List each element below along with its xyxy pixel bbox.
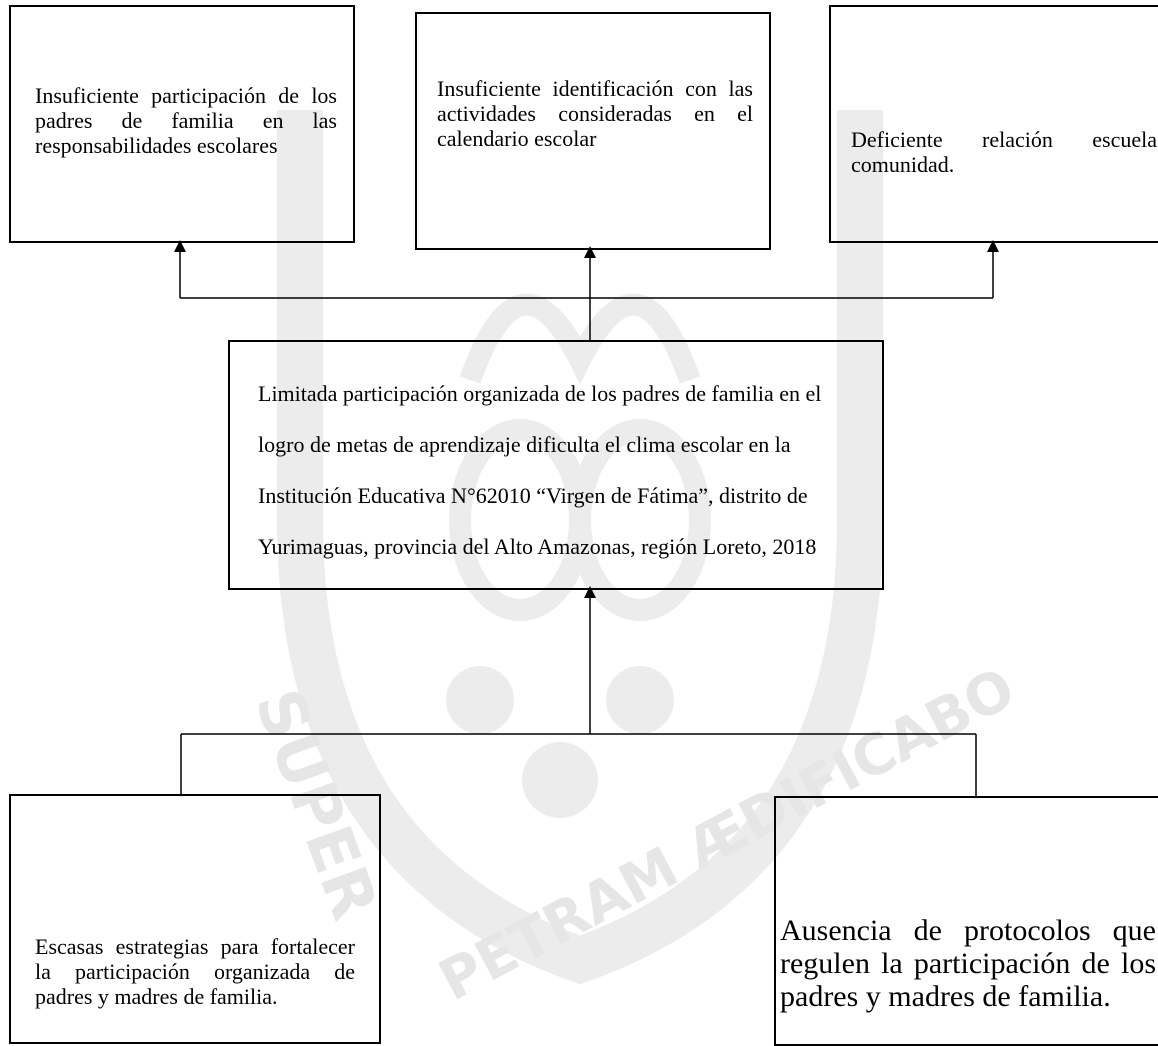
cause-text-1: Escasas estrategias para fortalecer la p… — [35, 934, 355, 1009]
central-problem-line-1: Limitada participación organizada de los… — [258, 381, 822, 406]
effect-box-1: Insuficiente participación de los padres… — [9, 5, 355, 243]
cause-box-1: Escasas estrategias para fortalecer la p… — [9, 794, 381, 1044]
effect-text-3: Deficiente relación escuela comunidad. — [851, 127, 1157, 177]
central-problem-text: Limitada participación organizada de los… — [258, 368, 862, 572]
effect-box-3: Deficiente relación escuela comunidad. — [829, 5, 1158, 243]
effect-box-2: Insuficiente identificación con las acti… — [415, 12, 771, 250]
central-problem-line-4: Yurimaguas, provincia del Alto Amazonas,… — [258, 534, 817, 559]
effect-text-2: Insuficiente identificación con las acti… — [437, 76, 753, 151]
cause-text-2: Ausencia de protocolos que regulen la pa… — [780, 914, 1156, 1013]
cause-box-2: Ausencia de protocolos que regulen la pa… — [774, 796, 1158, 1046]
effect-text-1: Insuficiente participación de los padres… — [35, 83, 337, 158]
central-problem-line-3: Institución Educativa N°62010 “Virgen de… — [258, 483, 808, 508]
central-problem-box: Limitada participación organizada de los… — [228, 340, 884, 590]
central-problem-line-2: logro de metas de aprendizaje dificulta … — [258, 432, 791, 457]
